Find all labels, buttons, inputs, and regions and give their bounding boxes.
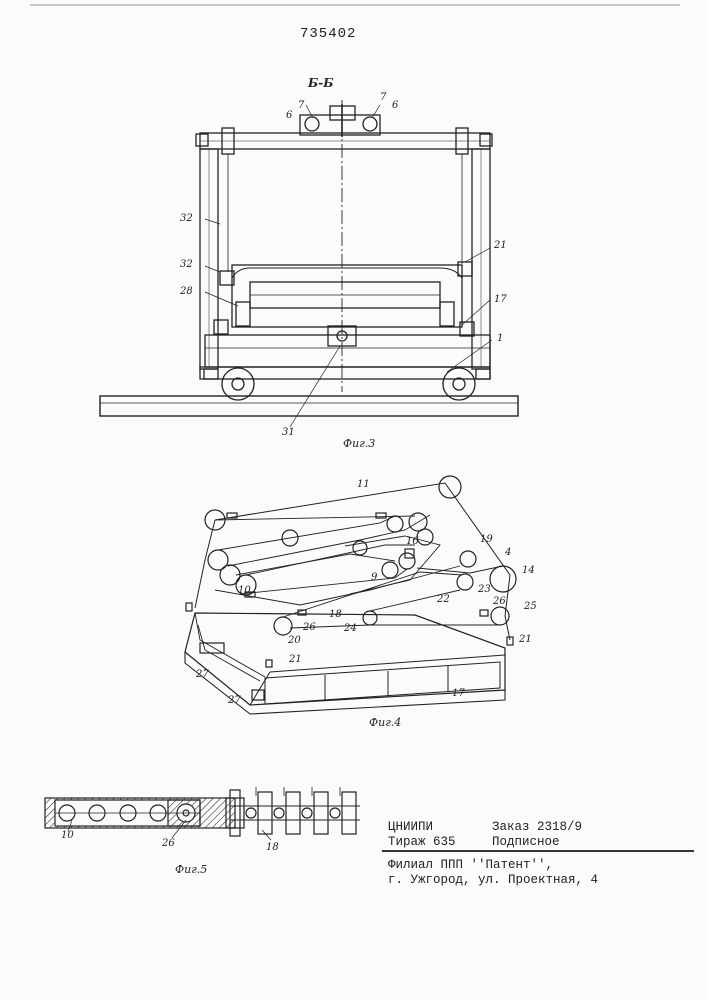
imprint-branch: Филиал ППП ''Патент'', <box>388 858 553 873</box>
imprint-subscription: Подписное <box>492 835 560 850</box>
fig5-caption: Фиг.5 <box>175 863 207 876</box>
fig5-label-18: 18 <box>266 842 279 853</box>
fig5-label-10: 10 <box>61 830 74 841</box>
imprint-circulation: Тираж 635 <box>388 835 456 850</box>
imprint-separator <box>382 850 694 852</box>
imprint-address: г. Ужгород, ул. Проектная, 4 <box>388 873 598 888</box>
imprint-order: Заказ 2318/9 <box>492 820 582 835</box>
imprint-org: ЦНИИПИ <box>388 820 433 835</box>
fig5-label-26: 26 <box>162 838 175 849</box>
